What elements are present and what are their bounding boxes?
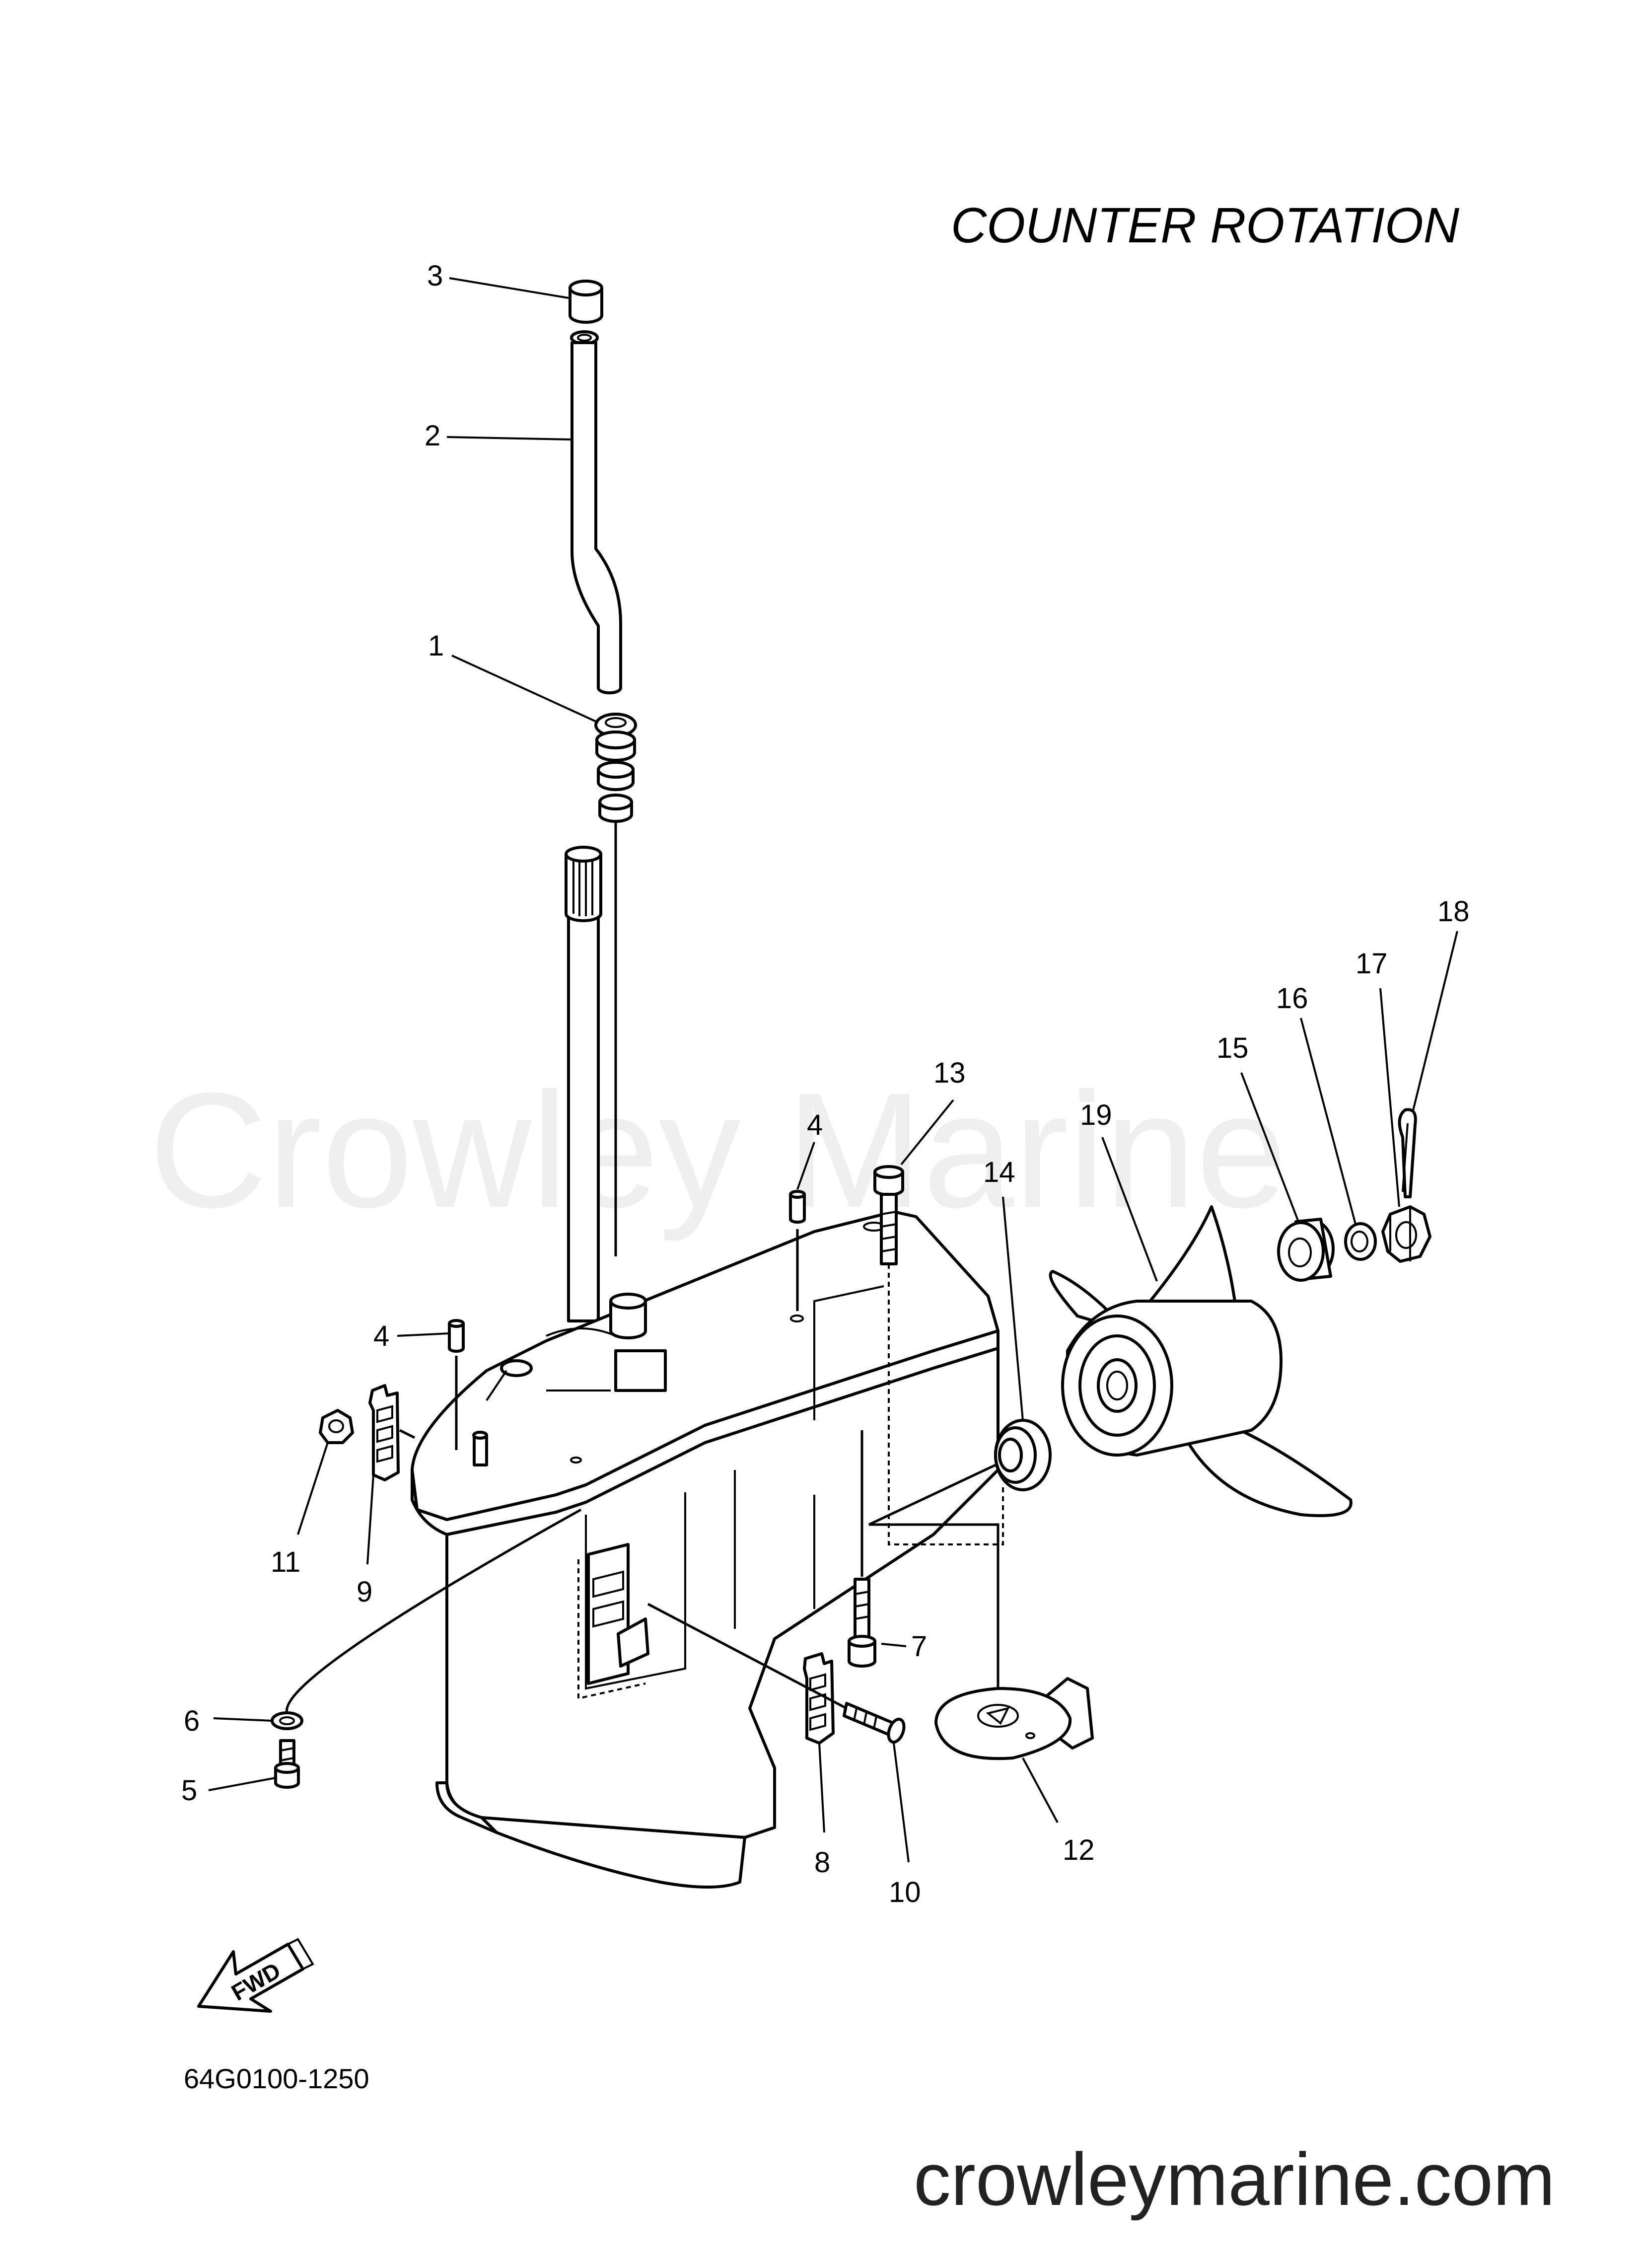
assembly-line-trim-tab — [869, 1523, 999, 1718]
assembly-line-anode-9 — [399, 1429, 416, 1439]
part-5-bolt[interactable] — [274, 1739, 300, 1789]
callout-13: 13 — [933, 1057, 966, 1089]
callout-9: 9 — [357, 1576, 372, 1608]
callout-16: 16 — [1276, 982, 1308, 1015]
diagram-code: 64G0100-1250 — [184, 2063, 369, 2094]
part-10-screw[interactable] — [843, 1702, 907, 1744]
assembly-line-washer-6 — [286, 1508, 582, 1713]
callout-19: 19 — [1080, 1099, 1112, 1131]
part-18-cotter-pin[interactable] — [1398, 1108, 1417, 1198]
website-url: crowleymarine.com — [914, 2137, 1555, 2221]
part-19-propeller[interactable] — [1049, 1205, 1353, 1517]
callout-5: 5 — [181, 1774, 197, 1807]
drive-shaft[interactable] — [565, 846, 602, 1322]
callout-3: 3 — [427, 260, 443, 292]
part-9-anode[interactable] — [368, 1384, 400, 1481]
fwd-arrow-icon: FWD — [197, 1938, 314, 2013]
callout-15: 15 — [1216, 1032, 1249, 1064]
part-12-trim-tab[interactable] — [934, 1677, 1094, 1760]
callout-11: 11 — [271, 1546, 300, 1578]
callout-14: 14 — [983, 1156, 1015, 1188]
assembly-line-prop-shaft — [868, 1463, 997, 1526]
part-17-propeller-nut[interactable] — [1381, 1205, 1431, 1263]
part-4-dowel-pin-right[interactable] — [789, 1190, 806, 1224]
part-13-bolt[interactable] — [873, 1165, 904, 1265]
callout-2: 2 — [425, 420, 440, 452]
callout-18: 18 — [1437, 895, 1470, 928]
callout-4-left: 4 — [373, 1320, 389, 1352]
diagram-title: COUNTER ROTATION — [951, 198, 1460, 253]
callout-labels: 3 2 1 4 4 13 14 19 15 16 17 18 7 12 8 10… — [181, 260, 1470, 1908]
part-14-thrust-washer[interactable] — [994, 1419, 1052, 1491]
assembly-line-anode-screw — [647, 1603, 848, 1710]
part-3-grommet-cap[interactable] — [569, 280, 603, 324]
housing-stud[interactable] — [472, 1431, 488, 1466]
callout-4-right: 4 — [807, 1109, 823, 1141]
watermark: Crowley Marine — [149, 1058, 1287, 1243]
assembly-line-bolt-13 — [888, 1264, 1004, 1545]
part-6-washer[interactable] — [271, 1711, 303, 1730]
part-15-spacer[interactable] — [1277, 1218, 1335, 1282]
callout-12: 12 — [1063, 1834, 1095, 1866]
leader-lines — [208, 277, 1458, 1863]
part-16-washer[interactable] — [1344, 1222, 1377, 1261]
callout-6: 6 — [184, 1705, 200, 1737]
part-7-bolt[interactable] — [848, 1578, 876, 1668]
callout-8: 8 — [814, 1846, 830, 1879]
callout-10: 10 — [889, 1876, 921, 1908]
part-11-nut[interactable] — [319, 1409, 354, 1444]
part-4-dowel-pin-left[interactable] — [448, 1319, 465, 1353]
part-1-seal-stack[interactable] — [594, 713, 637, 823]
callout-7: 7 — [911, 1630, 927, 1663]
lower-case-housing[interactable] — [411, 1210, 999, 1889]
part-2-water-tube[interactable] — [570, 330, 622, 695]
callout-1: 1 — [428, 630, 444, 662]
callout-17: 17 — [1356, 948, 1388, 980]
